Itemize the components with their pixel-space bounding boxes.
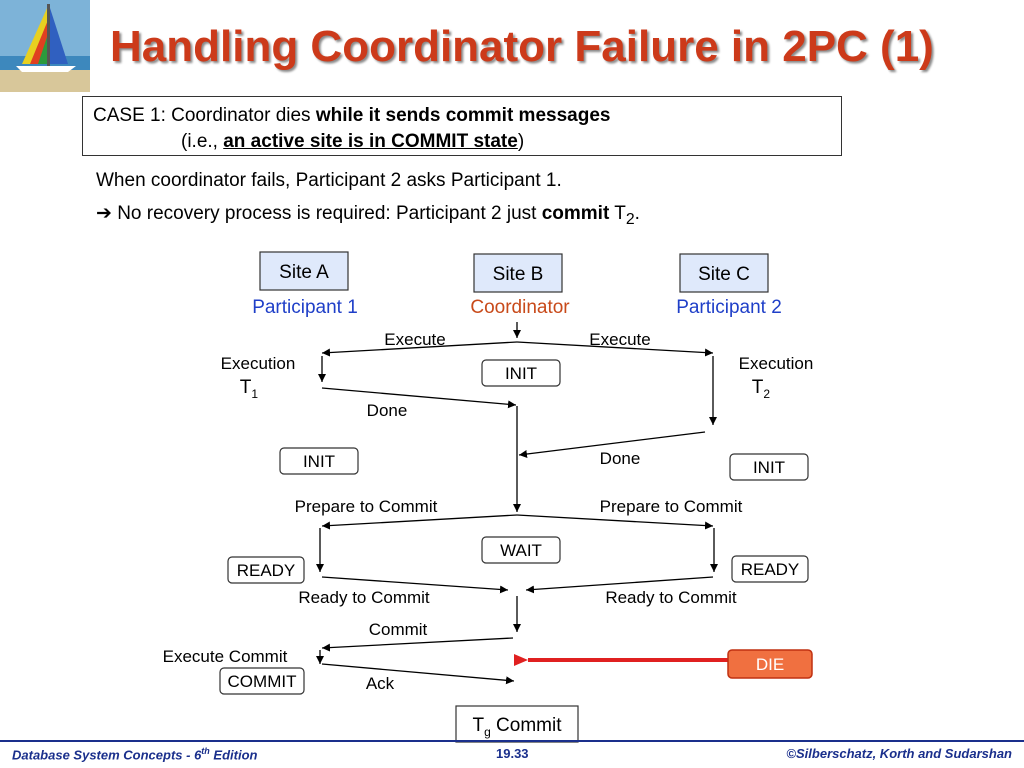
case-prefix: CASE 1: Coordinator dies: [93, 105, 316, 126]
arrow-right-icon: ➔: [96, 203, 112, 224]
participant-2-label: Participant 2: [676, 297, 782, 318]
done-left-arrow: [321, 387, 517, 409]
site-c-box: Site C: [679, 253, 769, 293]
case-line-2: (i.e., an active site is in COMMIT state…: [93, 129, 831, 155]
note-line-1: When coordinator fails, Participant 2 as…: [96, 170, 562, 191]
execute-left-arrow: [321, 341, 518, 357]
case-paren-open: (i.e.,: [181, 131, 224, 152]
ready-left-label: Ready to Commit: [298, 588, 430, 607]
p1-ready-state: READY: [227, 556, 305, 584]
svg-text:DIE: DIE: [756, 655, 784, 674]
note-line-2: ➔ No recovery process is required: Parti…: [96, 202, 640, 229]
note-period: .: [634, 203, 640, 224]
coord-init-state: INIT: [481, 359, 561, 387]
site-b-label: Site B: [493, 264, 544, 285]
p1-init-state: INIT: [279, 447, 359, 475]
case-box: CASE 1: Coordinator dies while it sends …: [82, 96, 842, 156]
execute-right-arrow: [516, 341, 714, 357]
execute-right-label: Execute: [589, 330, 650, 349]
svg-text:COMMIT: COMMIT: [228, 672, 297, 691]
sailboat-logo-icon: [0, 0, 90, 92]
site-a-label: Site A: [279, 262, 329, 283]
page-title: Handling Coordinator Failure in 2PC (1): [110, 22, 934, 71]
prepare-left-label: Prepare to Commit: [295, 497, 438, 516]
coordinator-label: Coordinator: [470, 297, 570, 318]
svg-text:READY: READY: [741, 560, 800, 579]
commit-left-arrow: [321, 637, 514, 652]
coord-wait-state: WAIT: [481, 536, 561, 564]
die-state: DIE: [727, 649, 813, 679]
execute-commit-label: Execute Commit: [163, 647, 288, 666]
footer: Database System Concepts - 6th Edition 1…: [0, 740, 1024, 768]
footer-divider: [0, 740, 1024, 742]
execution-left-t: T1: [240, 377, 259, 401]
site-b-box: Site B: [473, 253, 563, 293]
p2-init-state: INIT: [729, 453, 809, 481]
note-t: T: [609, 203, 626, 224]
p2-ready-state: READY: [731, 555, 809, 583]
svg-text:WAIT: WAIT: [500, 541, 542, 560]
commit-label: Commit: [369, 620, 428, 639]
note-text: No recovery process is required: Partici…: [111, 203, 542, 224]
site-a-box: Site A: [259, 251, 349, 291]
execute-left-label: Execute: [384, 330, 445, 349]
footer-slide-number: 19.33: [496, 746, 529, 761]
case-state-emphasis: an active site is in COMMIT state: [223, 131, 518, 152]
ack-arrow: [321, 663, 515, 685]
done-left-label: Done: [367, 401, 408, 420]
ready-right-label: Ready to Commit: [605, 588, 737, 607]
footer-copyright: ©Silberschatz, Korth and Sudarshan: [786, 746, 1012, 761]
case-emphasis: while it sends commit messages: [315, 105, 611, 126]
participant-1-label: Participant 1: [252, 297, 358, 318]
case-paren-close: ): [517, 131, 525, 152]
footer-book-title: Database System Concepts - 6th Edition: [12, 746, 258, 763]
prepare-right-label: Prepare to Commit: [600, 497, 743, 516]
site-c-label: Site C: [698, 264, 750, 285]
ack-label: Ack: [366, 674, 395, 693]
p1-commit-state: COMMIT: [219, 667, 305, 695]
ready-left-arrow: [321, 576, 509, 594]
ready-right-arrow: [525, 576, 714, 594]
execution-right-t: T2: [752, 377, 771, 401]
svg-text:INIT: INIT: [753, 458, 785, 477]
note-commit-word: commit: [541, 203, 610, 224]
svg-text:Tg Commit: Tg Commit: [472, 715, 562, 739]
done-right-arrow: [518, 431, 706, 458]
tg-commit-box: Tg Commit: [455, 705, 579, 743]
case-line-1: CASE 1: Coordinator dies while it sends …: [93, 103, 831, 129]
execution-left-label: Execution: [221, 354, 296, 373]
prepare-left-arrow: [321, 514, 518, 530]
svg-text:INIT: INIT: [505, 364, 537, 383]
execution-right-label: Execution: [739, 354, 814, 373]
prepare-right-arrow: [516, 514, 714, 530]
svg-text:INIT: INIT: [303, 452, 335, 471]
note-t-subscript: 2: [625, 210, 635, 228]
done-right-label: Done: [600, 449, 641, 468]
svg-text:READY: READY: [237, 561, 296, 580]
